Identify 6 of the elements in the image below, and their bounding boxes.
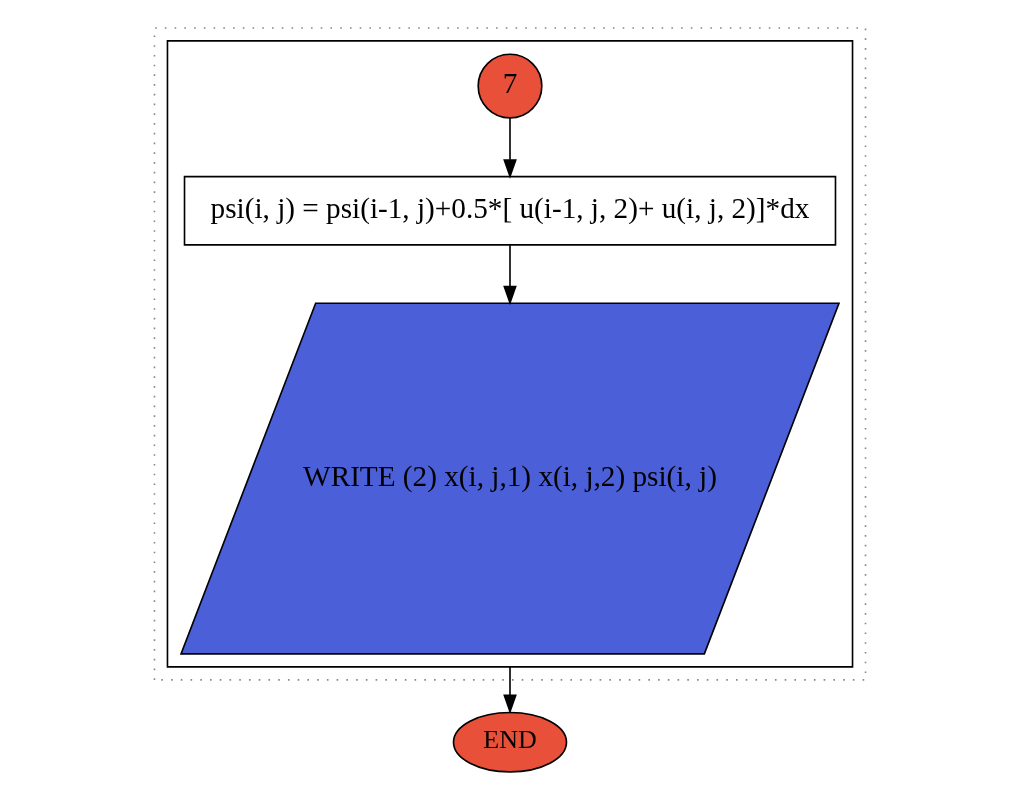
node-box: psi(i, j) = psi(i-1, j)+0.5*[ u(i-1, j, 2)+ u(i, j, 2)]*dx	[183, 175, 836, 246]
arrow	[502, 117, 517, 179]
node-circle: 7	[476, 53, 543, 119]
arrow	[502, 244, 517, 306]
arrow	[502, 666, 517, 715]
node-ellipse: END	[452, 711, 567, 773]
